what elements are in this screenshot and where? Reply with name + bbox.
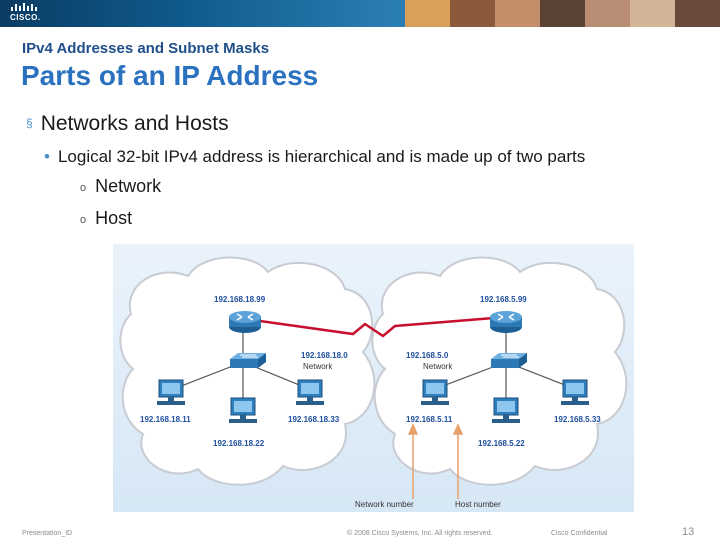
left-network-ip: 192.168.18.0	[301, 351, 348, 360]
sub-item-network: o Network	[80, 176, 161, 197]
cisco-logo-icon	[11, 3, 37, 11]
banner-photo	[450, 0, 495, 27]
right-pc-icon	[560, 379, 590, 406]
banner-photo	[630, 0, 675, 27]
network-diagram: 192.168.18.99 192.168.5.99 192.168.18.0 …	[113, 244, 634, 512]
host-number-label: Host number	[455, 500, 501, 509]
left-router-ip: 192.168.18.99	[214, 295, 266, 304]
right-switch-icon	[490, 352, 528, 369]
banner-blue-band	[0, 0, 405, 27]
slide-title: Parts of an IP Address	[21, 60, 319, 91]
arrow-head-icon	[452, 423, 464, 435]
bullet-level1-text: Networks and Hosts	[40, 112, 229, 135]
sub-item-host-text: Host	[95, 208, 133, 228]
right-host-ip: 192.168.5.33	[554, 415, 601, 424]
right-pc-icon	[491, 397, 521, 424]
wan-link	[259, 315, 507, 338]
page-number: 13	[682, 526, 695, 538]
left-router-icon	[228, 310, 262, 334]
slide-subtitle: IPv4 Addresses and Subnet Masks	[22, 40, 270, 57]
footer-copyright: © 2008 Cisco Systems, Inc. All rights re…	[347, 530, 493, 537]
banner-photo	[405, 0, 450, 27]
footer-confidential: Cisco Confidential	[551, 530, 608, 537]
circle-bullet-icon: o	[80, 182, 87, 194]
arrow-head-icon	[407, 423, 419, 435]
left-host-ip: 192.168.18.11	[140, 415, 191, 424]
left-pc-icon	[295, 379, 325, 406]
square-bullet-icon: §	[26, 116, 33, 130]
right-host-ip: 192.168.5.11	[406, 415, 453, 424]
right-router-ip: 192.168.5.99	[480, 295, 527, 304]
left-host-ip: 192.168.18.33	[288, 415, 340, 424]
sub-item-network-text: Network	[95, 176, 162, 196]
sub-item-host: o Host	[80, 208, 132, 229]
banner-photo-strip	[405, 0, 720, 27]
circle-bullet-icon: o	[80, 214, 87, 226]
right-cloud	[371, 256, 628, 486]
right-network-label: Network	[423, 362, 453, 371]
header-banner: CISCO.	[0, 0, 720, 27]
cisco-logo-text: CISCO.	[10, 13, 41, 22]
banner-photo	[540, 0, 585, 27]
left-pc-icon	[228, 397, 258, 424]
bullet-level2-text: Logical 32-bit IPv4 address is hierarchi…	[57, 147, 586, 166]
bullet-level1: § Networks and Hosts	[26, 112, 229, 136]
left-pc-icon	[156, 379, 186, 406]
left-network-label: Network	[303, 362, 333, 371]
network-number-label: Network number	[355, 500, 414, 509]
banner-photo	[495, 0, 540, 27]
bullet-level2: • Logical 32-bit IPv4 address is hierarch…	[44, 147, 585, 167]
right-router-icon	[489, 310, 523, 334]
left-host-ip: 192.168.18.22	[213, 439, 265, 448]
banner-photo	[675, 0, 720, 27]
left-cloud	[119, 256, 376, 486]
footer-presentation-id: Presentation_ID	[22, 530, 73, 537]
left-switch-icon	[229, 352, 267, 369]
pointer-arrows	[407, 423, 464, 499]
right-host-ip: 192.168.5.22	[478, 439, 525, 448]
dot-bullet-icon: •	[44, 147, 50, 166]
right-pc-icon	[420, 379, 450, 406]
banner-photo	[585, 0, 630, 27]
right-network-ip: 192.168.5.0	[406, 351, 449, 360]
